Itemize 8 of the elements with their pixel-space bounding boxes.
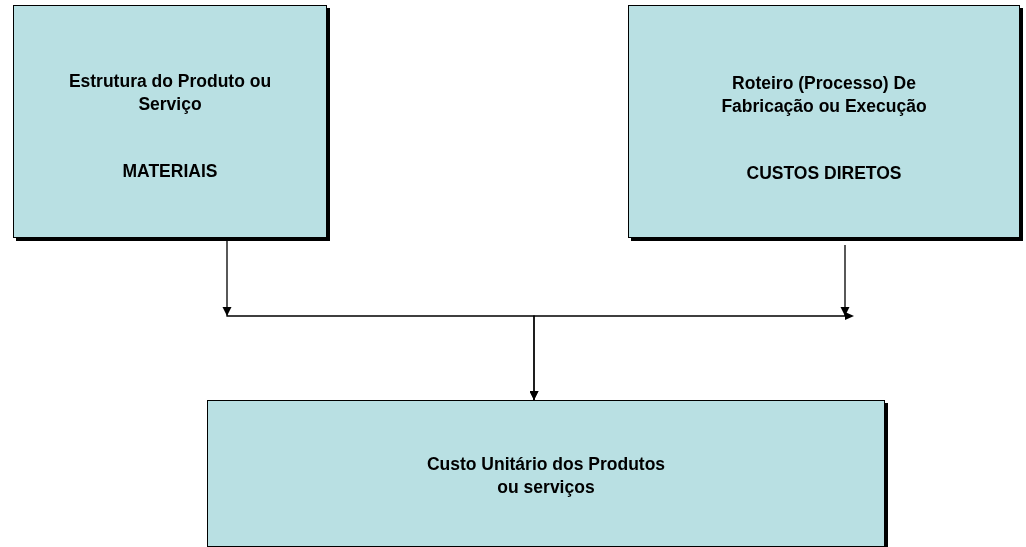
- box-subtitle: CUSTOS DIRETOS: [745, 162, 903, 185]
- process-box: [207, 400, 885, 547]
- process-box: [13, 5, 327, 238]
- box-title: Roteiro (Processo) De Fabricação ou Execução: [720, 72, 928, 118]
- box-title: Custo Unitário dos Produtos ou serviços: [425, 453, 667, 499]
- box-subtitle: MATERIAIS: [121, 160, 219, 183]
- process-box: [628, 5, 1020, 238]
- box-title: Estrutura do Produto ou Serviço: [67, 70, 273, 116]
